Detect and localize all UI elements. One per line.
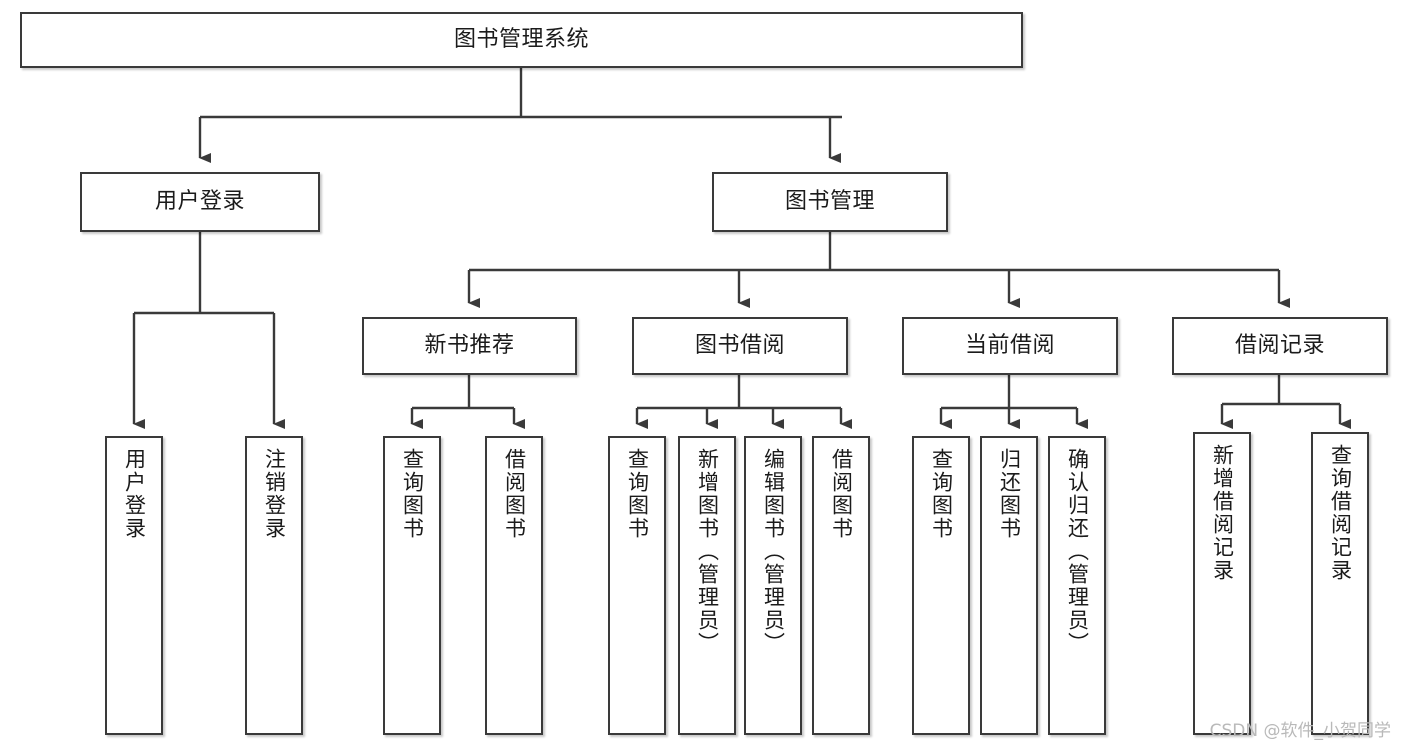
leaf-book-borrow-query-book[interactable]: 查询图书 <box>608 436 666 735</box>
leaf-new-book-query-book[interactable]: 查询图书 <box>383 436 441 735</box>
node-user-login[interactable]: 用户登录 <box>80 172 320 232</box>
node-label: 借阅图书 <box>502 448 527 540</box>
node-label: 查询图书 <box>400 448 425 540</box>
node-root-book-management-system[interactable]: 图书管理系统 <box>20 12 1023 68</box>
leaf-current-borrow-query-book[interactable]: 查询图书 <box>912 436 970 735</box>
leaf-new-book-borrow-book[interactable]: 借阅图书 <box>485 436 543 735</box>
node-new-book-recommend[interactable]: 新书推荐 <box>362 317 577 375</box>
leaf-book-borrow-borrow-book[interactable]: 借阅图书 <box>812 436 870 735</box>
node-label: 借阅图书 <box>829 448 854 540</box>
leaf-current-borrow-confirm-return-admin[interactable]: 确认归还（管理员） <box>1048 436 1106 735</box>
node-label: 用户登录 <box>154 188 245 214</box>
node-label: 新增借阅记录 <box>1210 444 1235 582</box>
node-label: 查询图书 <box>929 448 954 540</box>
node-label: 图书管理 <box>784 188 875 214</box>
node-label: 新增图书（管理员） <box>695 448 720 655</box>
leaf-book-borrow-edit-book-admin[interactable]: 编辑图书（管理员） <box>744 436 802 735</box>
node-label: 归还图书 <box>997 448 1022 540</box>
leaf-current-borrow-return-book[interactable]: 归还图书 <box>980 436 1038 735</box>
node-label: 查询借阅记录 <box>1328 444 1353 582</box>
leaf-borrow-record-query-record[interactable]: 查询借阅记录 <box>1311 432 1369 735</box>
node-label: 借阅记录 <box>1234 332 1325 358</box>
node-borrow-record[interactable]: 借阅记录 <box>1172 317 1388 375</box>
node-label: 图书管理系统 <box>453 26 589 52</box>
leaf-book-borrow-add-book-admin[interactable]: 新增图书（管理员） <box>678 436 736 735</box>
node-label: 查询图书 <box>625 448 650 540</box>
node-label: 当前借阅 <box>964 332 1055 358</box>
leaf-borrow-record-add-record[interactable]: 新增借阅记录 <box>1193 432 1251 735</box>
node-label: 用户登录 <box>122 448 147 540</box>
leaf-user-login-login[interactable]: 用户登录 <box>105 436 163 735</box>
node-label: 确认归还（管理员） <box>1065 448 1090 655</box>
leaf-user-login-logout[interactable]: 注销登录 <box>245 436 303 735</box>
node-current-borrow[interactable]: 当前借阅 <box>902 317 1118 375</box>
node-book-borrow[interactable]: 图书借阅 <box>632 317 848 375</box>
node-book-management[interactable]: 图书管理 <box>712 172 948 232</box>
node-label: 注销登录 <box>262 448 287 540</box>
node-label: 图书借阅 <box>694 332 785 358</box>
node-label: 编辑图书（管理员） <box>761 448 786 655</box>
node-label: 新书推荐 <box>424 332 515 358</box>
